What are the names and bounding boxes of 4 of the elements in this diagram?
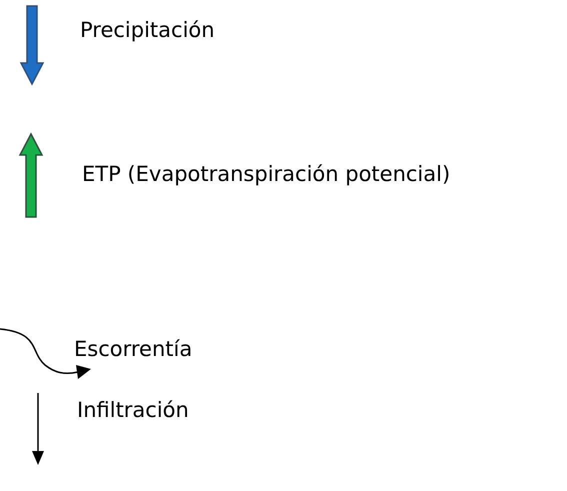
legend-text: Escorrentía	[74, 337, 192, 361]
legend-text: Infiltración	[77, 398, 189, 422]
legend-text: Precipitación	[80, 18, 215, 42]
legend-text: ETP (Evapotranspiración potencial)	[82, 162, 450, 186]
